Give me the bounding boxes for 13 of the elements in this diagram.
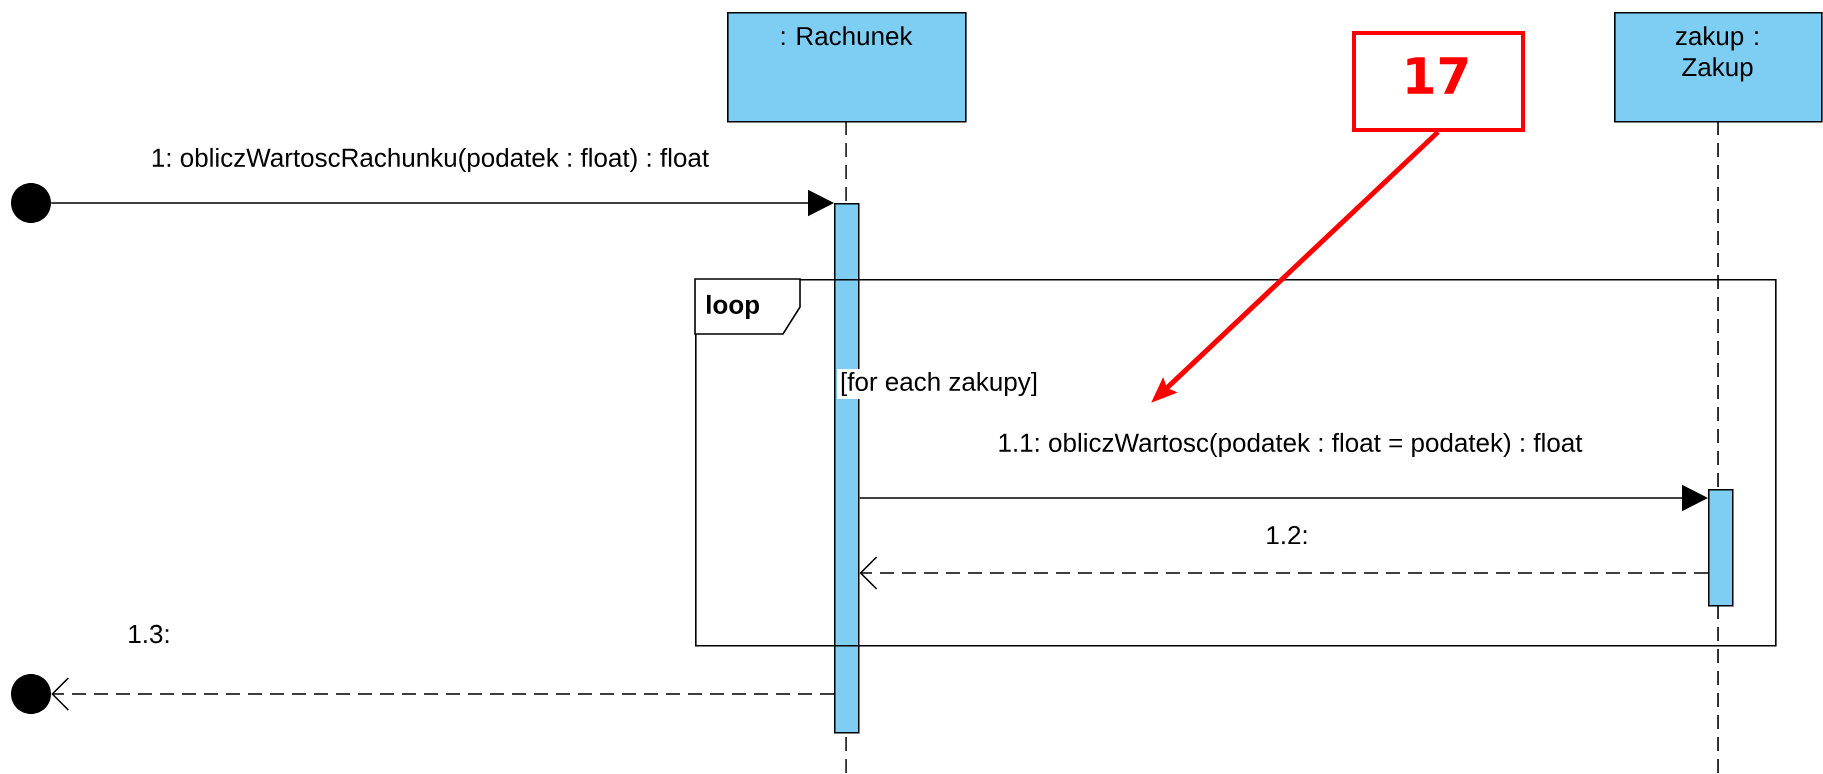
start-dot [11,183,51,223]
return-message-arrow [51,677,835,711]
guard-text: [for each zakupy] [837,368,1041,400]
object-box: : Rachunek [727,12,967,123]
message-label: 1.3: [125,622,173,646]
message-label: 1.2: [1263,523,1311,547]
message-label: 1: obliczWartoscRachunku(podatek : float) : float [148,145,712,175]
end-dot [11,674,51,714]
activation-bar [1708,489,1734,607]
number-box: 17 [1352,31,1525,132]
return-message-arrow [859,556,1709,590]
object-box: zakup : Zakup [1614,12,1823,123]
message-label: 1.1: obliczWartosc(podatek : float = podatek) : float [995,430,1585,460]
